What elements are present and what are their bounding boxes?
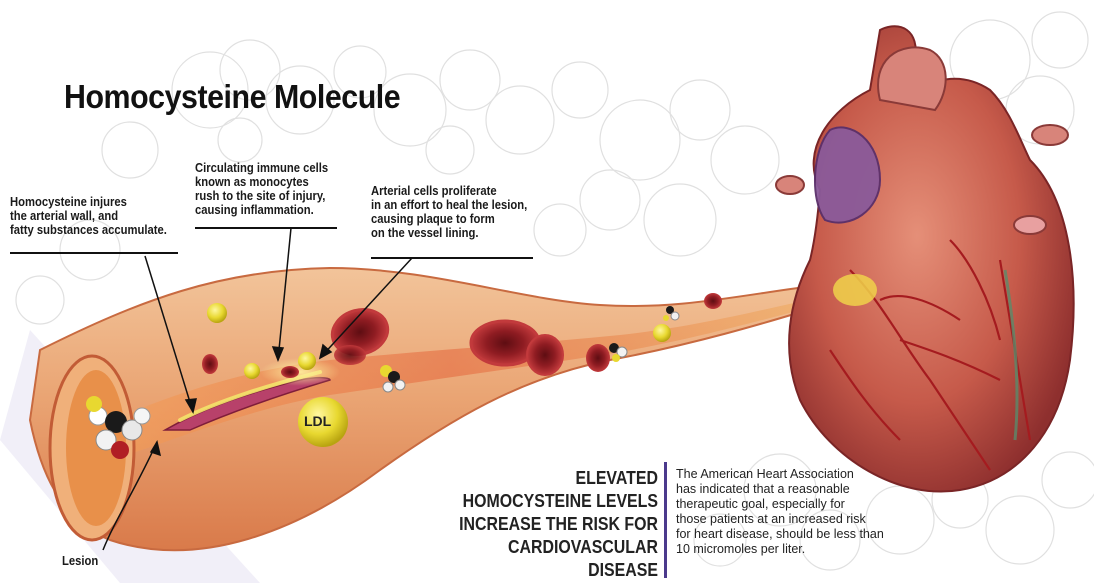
- callout-monocytes: Circulating immune cells known as monocy…: [195, 161, 357, 217]
- heart: [776, 26, 1074, 491]
- page-title: Homocysteine Molecule: [64, 78, 400, 116]
- divider-bar: [664, 462, 667, 578]
- headline: ELEVATED HOMOCYSTEINE LEVELS INCREASE TH…: [443, 466, 658, 581]
- callout-underline: [371, 257, 533, 259]
- callout-underline: [195, 227, 337, 229]
- callout-underline: [10, 252, 178, 254]
- ldl-label: LDL: [304, 413, 331, 429]
- aha-note: The American Heart Association has indic…: [676, 467, 906, 557]
- lesion-label: Lesion: [62, 554, 98, 568]
- callout-proliferate: Arterial cells proliferate in an effort …: [371, 184, 551, 240]
- callout-arterial-wall: Homocysteine injures the arterial wall, …: [10, 195, 181, 237]
